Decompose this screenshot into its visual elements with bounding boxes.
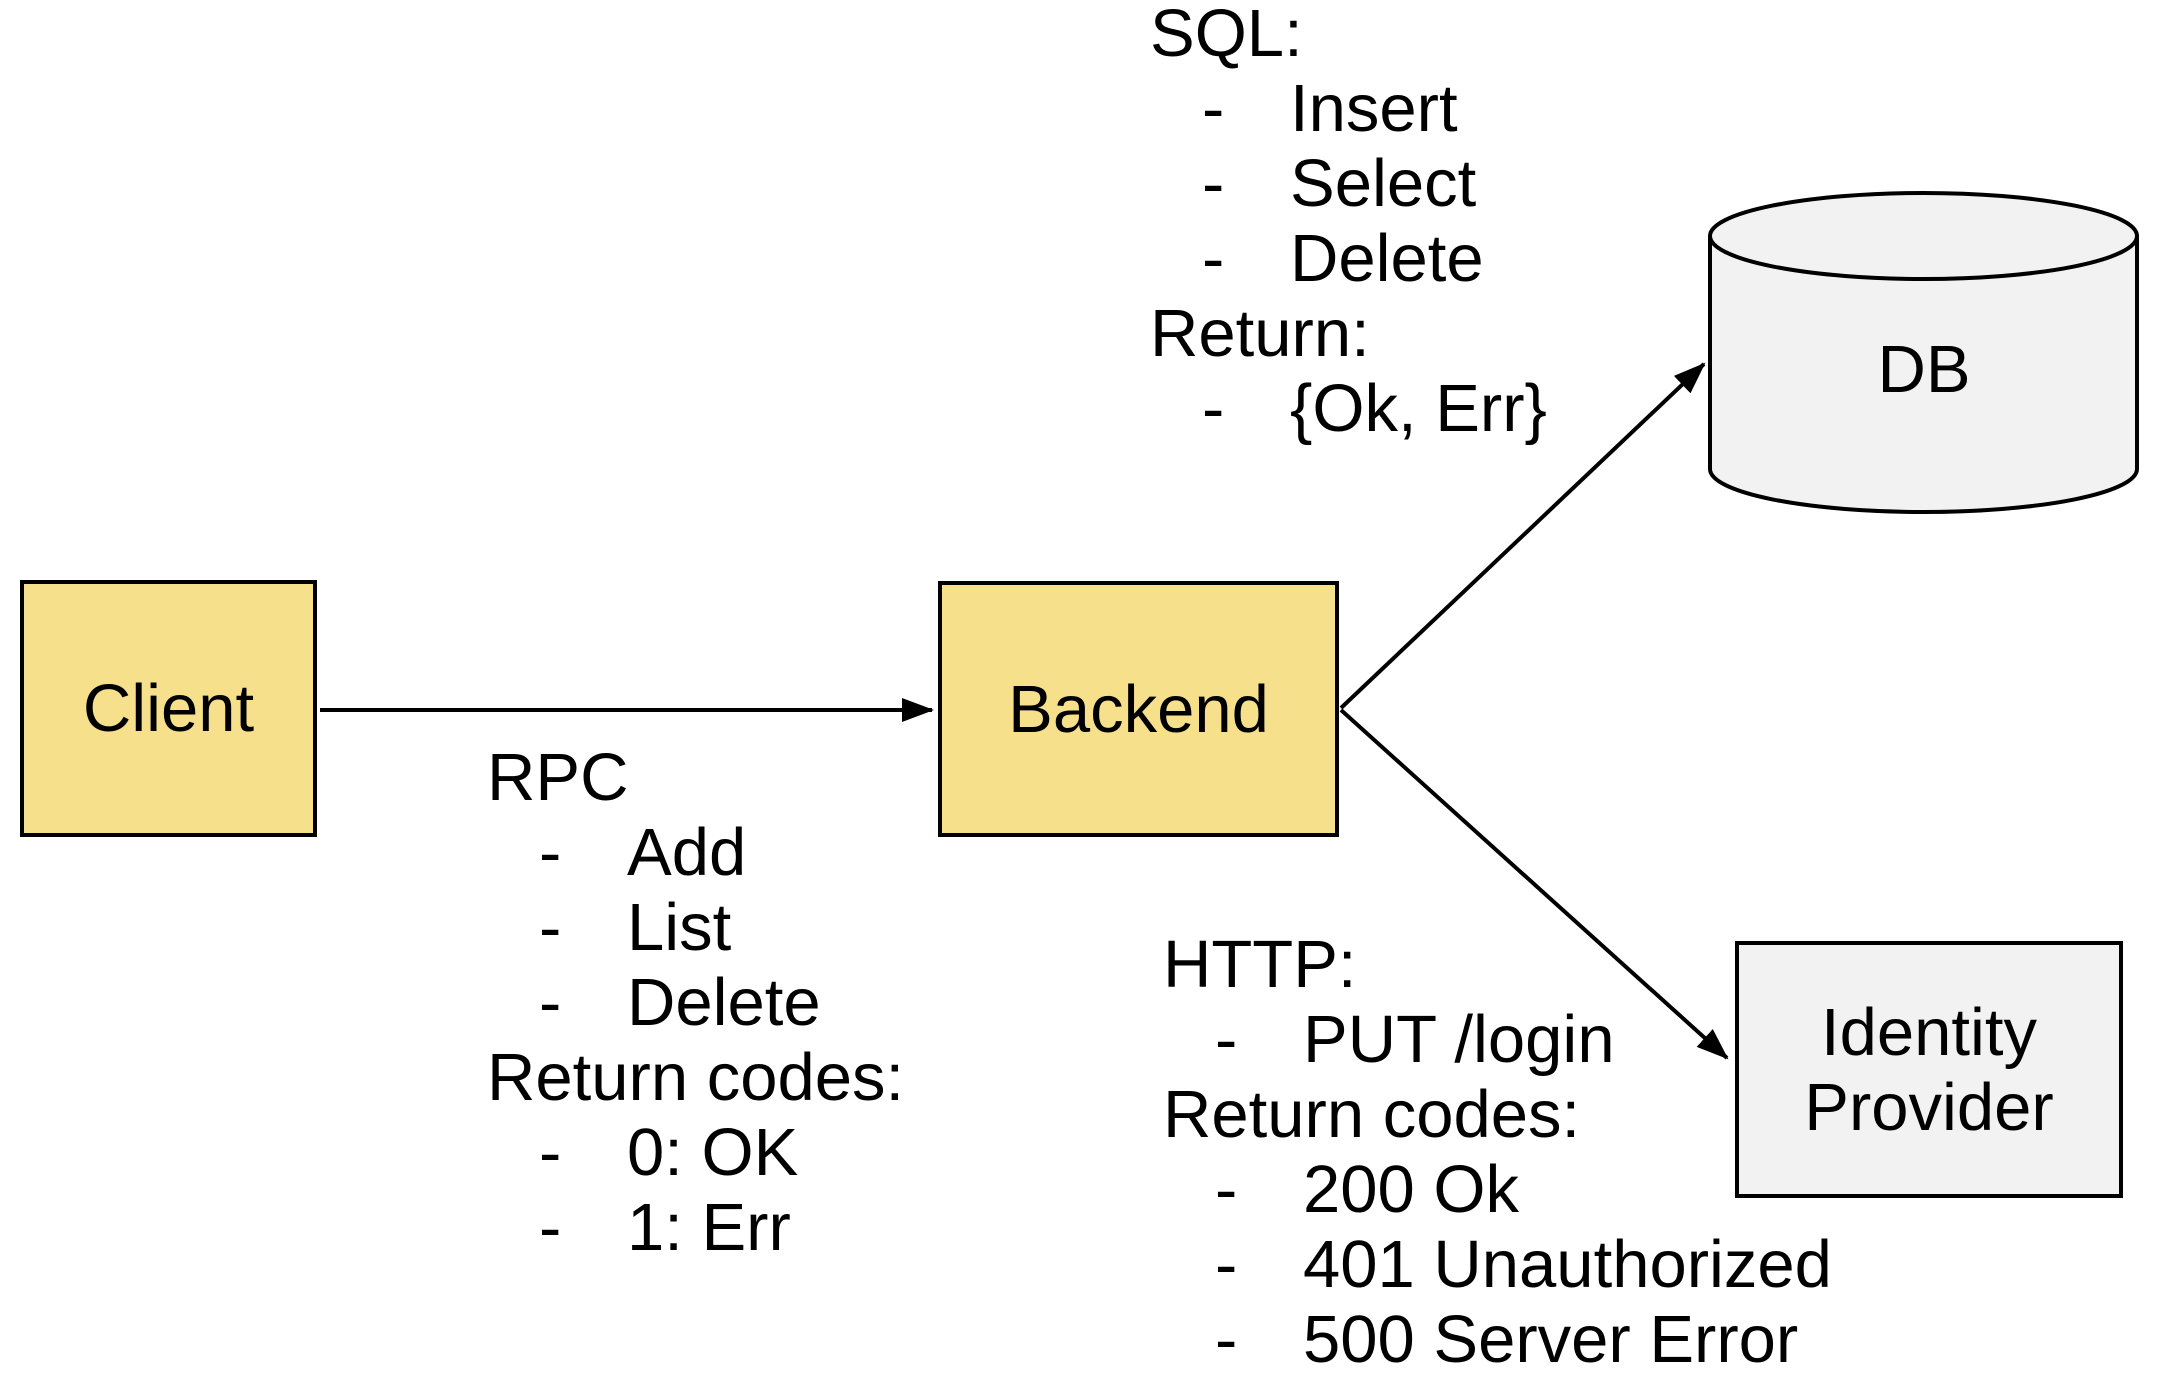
http-return-header: Return codes:: [1163, 1077, 1581, 1152]
client-node: Client: [20, 580, 317, 837]
identity-provider-label-line1: Identity: [1820, 994, 2038, 1070]
http-return-item: -200 Ok: [1215, 1152, 1520, 1227]
sql-return-item: -{Ok, Err}: [1202, 371, 1547, 446]
arrow-backend-to-db: [1339, 362, 1706, 710]
sql-item: -Delete: [1202, 221, 1484, 296]
rpc-header: RPC: [487, 740, 629, 815]
identity-provider-node: Identity Provider: [1735, 941, 2123, 1198]
sql-return-header: Return:: [1150, 296, 1370, 371]
sql-item: -Insert: [1202, 71, 1458, 146]
backend-node: Backend: [938, 581, 1339, 837]
bullet-dash: -: [1215, 1152, 1238, 1227]
bullet-dash: -: [539, 1115, 562, 1190]
bullet-dash: -: [1202, 371, 1225, 446]
sql-item: -Select: [1202, 146, 1477, 221]
http-return-item: -401 Unauthorized: [1215, 1227, 1832, 1302]
rpc-edge-annotation: RPC -Add -List -Delete Return codes: -0:…: [487, 740, 904, 1265]
sql-header: SQL:: [1150, 0, 1303, 71]
rpc-return-item: -1: Err: [539, 1190, 791, 1265]
rpc-item: -List: [539, 890, 732, 965]
bullet-dash: -: [539, 965, 562, 1040]
rpc-return-header: Return codes:: [487, 1040, 905, 1115]
identity-provider-label-line2: Provider: [1804, 1069, 2054, 1145]
arrow-backend-to-identity-provider: [1339, 708, 1729, 1060]
client-node-label: Client: [82, 671, 255, 746]
http-return-item: -500 Server Error: [1215, 1302, 1799, 1377]
db-cylinder: [1708, 191, 2139, 514]
rpc-return-item: -0: OK: [539, 1115, 799, 1190]
bullet-dash: -: [1202, 71, 1225, 146]
bullet-dash: -: [1202, 146, 1225, 221]
http-edge-annotation: HTTP: -PUT /login Return codes: -200 Ok …: [1163, 927, 1832, 1377]
bullet-dash: -: [1215, 1227, 1238, 1302]
bullet-dash: -: [539, 890, 562, 965]
sql-edge-annotation: SQL: -Insert -Select -Delete Return: -{O…: [1150, 0, 1547, 446]
backend-node-label: Backend: [1008, 671, 1269, 747]
db-node-label: DB: [1877, 332, 1971, 407]
bullet-dash: -: [1202, 221, 1225, 296]
rpc-item: -Add: [539, 815, 747, 890]
bullet-dash: -: [1215, 1302, 1238, 1377]
http-item: -PUT /login: [1215, 1002, 1615, 1077]
bullet-dash: -: [539, 815, 562, 890]
bullet-dash: -: [1215, 1002, 1238, 1077]
http-header: HTTP:: [1163, 927, 1357, 1002]
bullet-dash: -: [539, 1190, 562, 1265]
rpc-item: -Delete: [539, 965, 821, 1040]
